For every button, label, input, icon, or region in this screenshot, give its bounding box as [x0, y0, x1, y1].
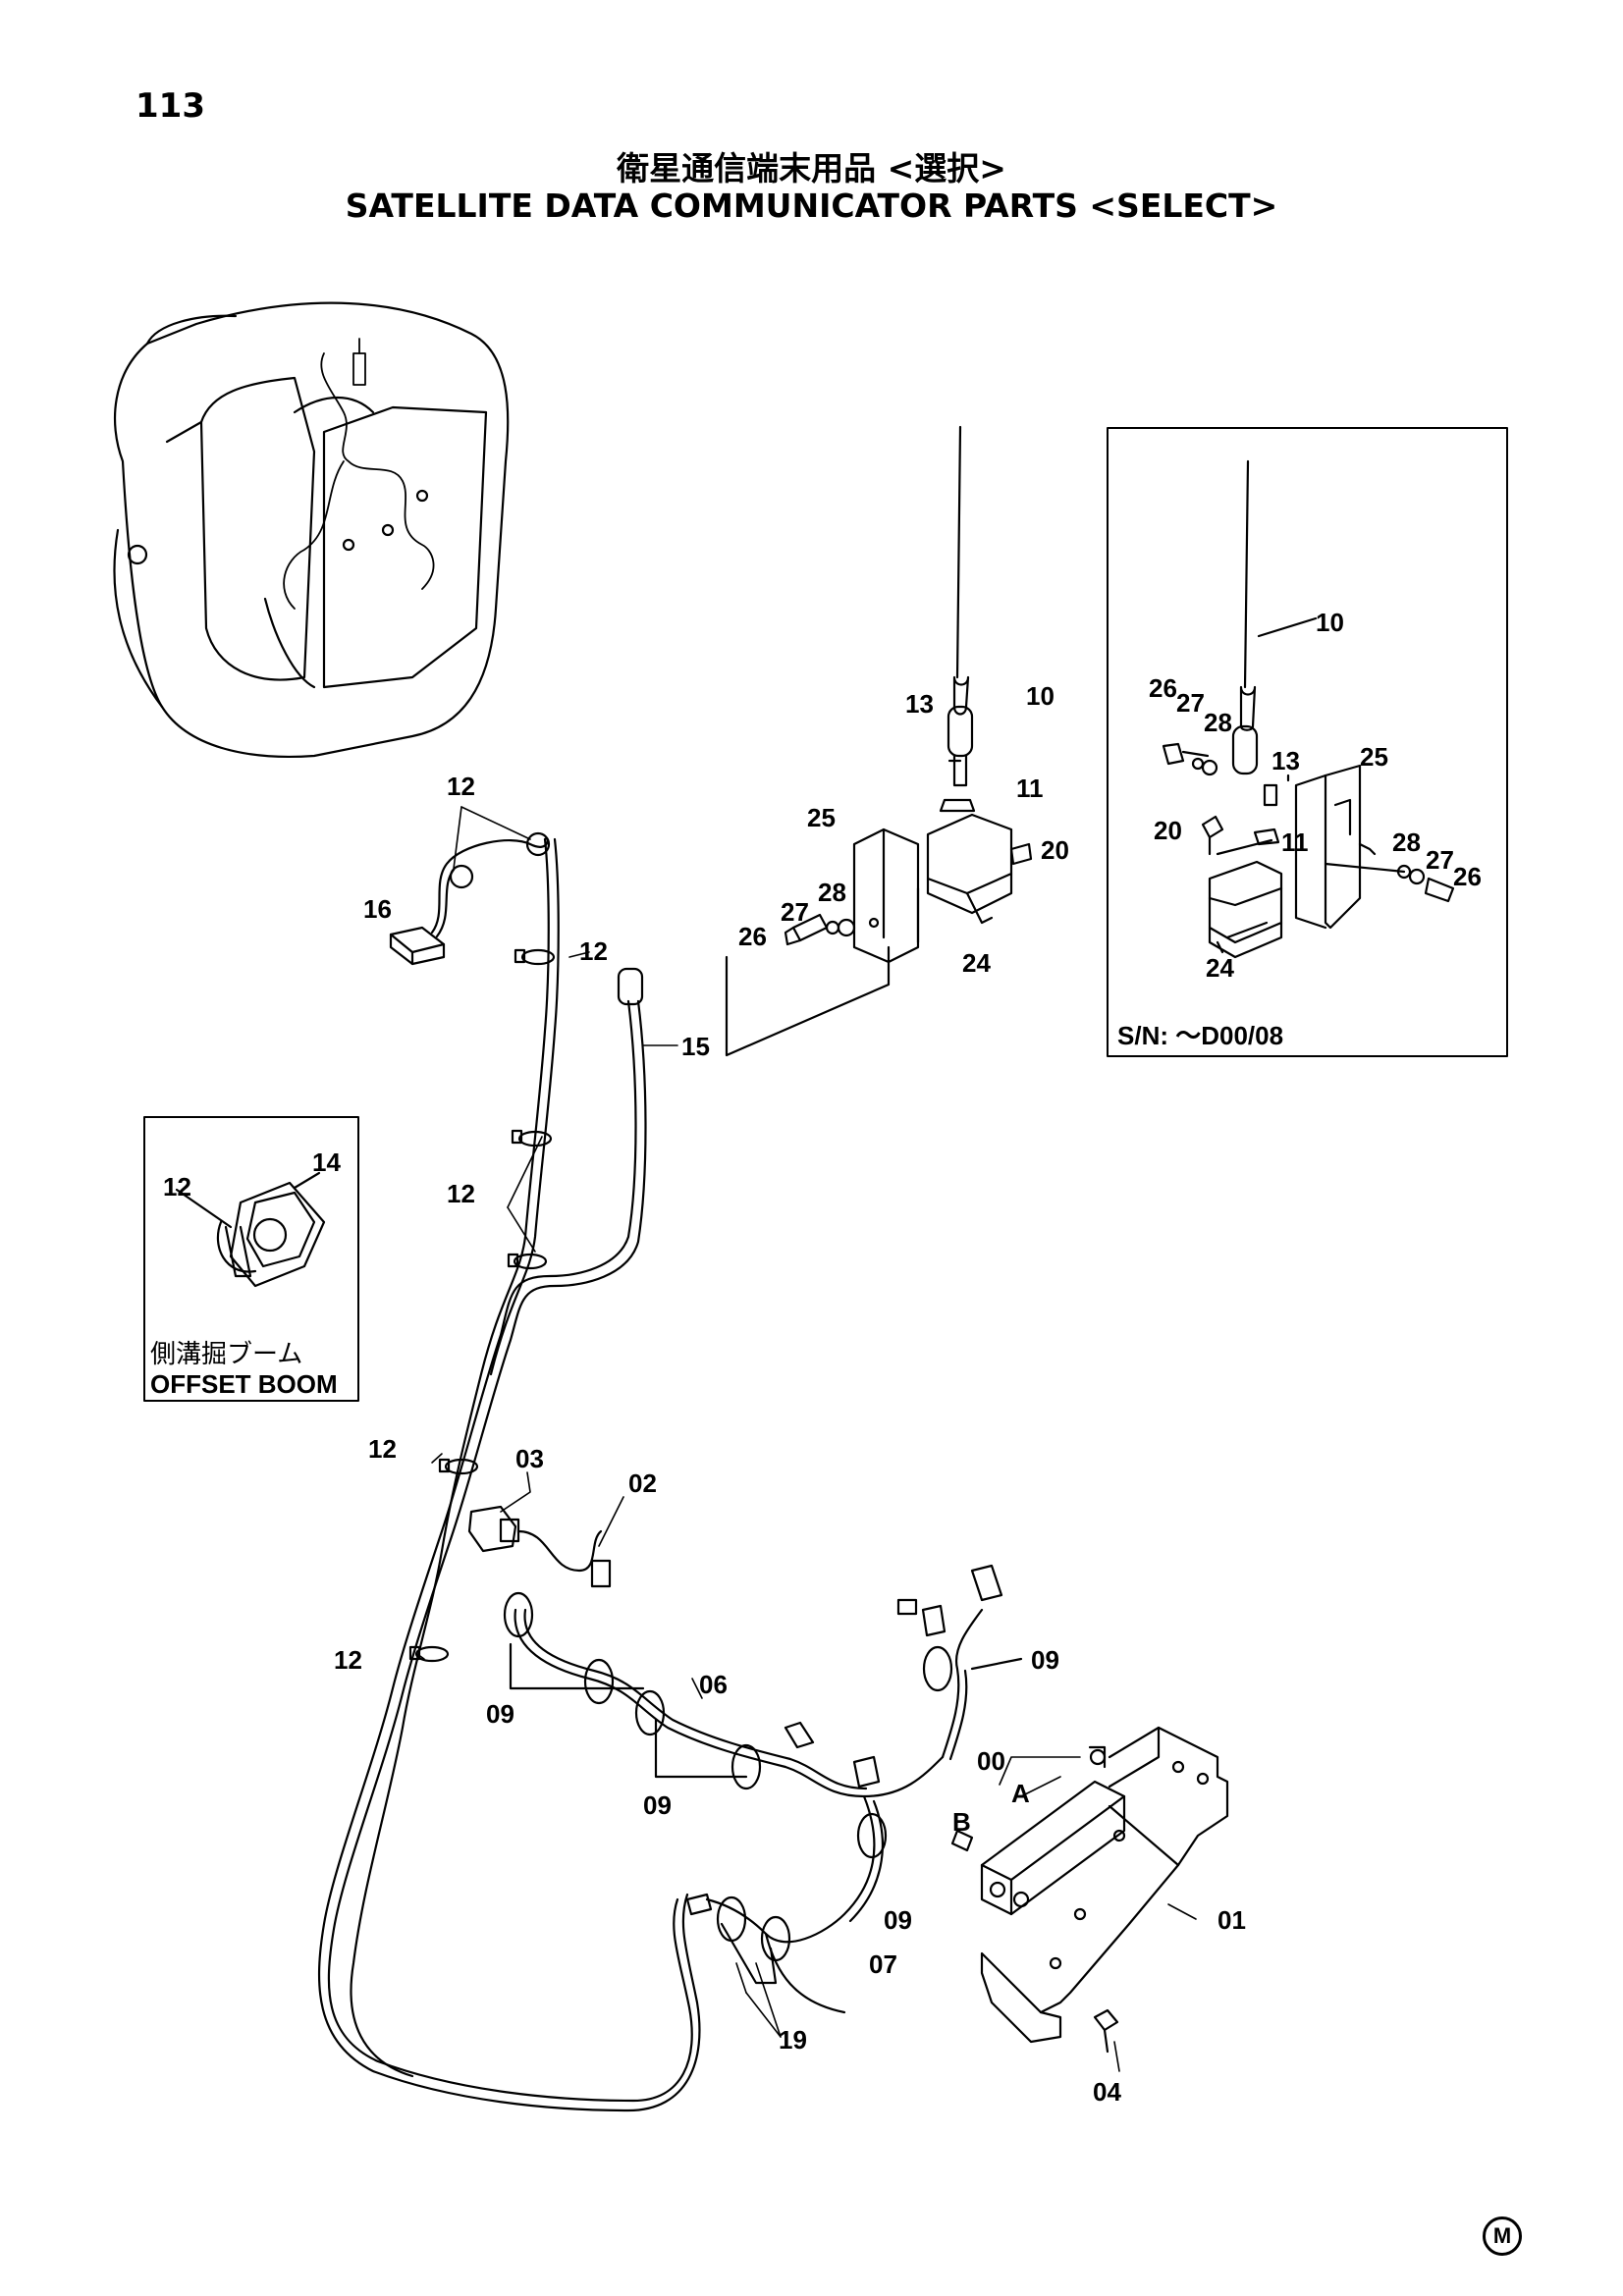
- callout-27: 27: [781, 897, 809, 927]
- inset-serial-caption: S/N: ～D00/08: [1117, 1021, 1284, 1050]
- part-16-unit: [389, 831, 551, 966]
- callout-28: 28: [1392, 828, 1421, 857]
- antenna-cable: [317, 837, 701, 2112]
- callout-26: 26: [1149, 673, 1177, 703]
- callout-24: 24: [962, 948, 991, 978]
- callout-25: 25: [1360, 742, 1388, 772]
- callout-26: 26: [1453, 862, 1482, 891]
- callout-09: 09: [1031, 1645, 1059, 1675]
- callout-00: 00: [977, 1746, 1005, 1776]
- callout-10: 10: [1026, 681, 1055, 711]
- callout-24: 24: [1206, 953, 1234, 983]
- callout-01: 01: [1217, 1905, 1246, 1935]
- footer-mark-icon: M: [1483, 2216, 1522, 2256]
- controller-and-bracket: [950, 1726, 1229, 2054]
- callout-09: 09: [486, 1699, 514, 1729]
- callout-12: 12: [579, 936, 608, 966]
- title-english: SATELLITE DATA COMMUNICATOR PARTS <SELEC…: [345, 187, 1278, 225]
- inset-antenna-box: [1107, 427, 1508, 1057]
- callout-06: 06: [699, 1670, 728, 1699]
- callout-12: 12: [163, 1172, 191, 1201]
- callout-11: 11: [1016, 774, 1044, 803]
- callout-07: 07: [869, 1949, 897, 1979]
- leader-lines: [416, 806, 1197, 2072]
- callout-12: 12: [447, 772, 475, 801]
- inset-offset-box: [143, 1116, 359, 1402]
- callout-09: 09: [643, 1790, 672, 1820]
- callout-19: 19: [779, 2025, 807, 2055]
- callout-B: B: [952, 1807, 971, 1837]
- wire-harness: [503, 1564, 1023, 2014]
- title-japanese: 衛星通信端末用品 <選択>: [617, 149, 1006, 187]
- callout-26: 26: [738, 922, 767, 951]
- antenna-inset: [1162, 459, 1455, 959]
- callout-09: 09: [884, 1905, 912, 1935]
- parts-02-03: [467, 1505, 612, 1588]
- callout-13: 13: [905, 689, 934, 719]
- callout-20: 20: [1041, 835, 1069, 865]
- callout-25: 25: [807, 803, 836, 832]
- offset-caption-english: OFFSET BOOM: [150, 1369, 338, 1399]
- callout-27: 27: [1426, 845, 1454, 875]
- callout-14: 14: [312, 1148, 341, 1177]
- callout-28: 28: [818, 878, 846, 907]
- callout-12: 12: [368, 1434, 397, 1464]
- callout-labels: 12 16 12 15 12 12 03 02 12 09 06 09 09 0…: [163, 608, 1482, 2107]
- callout-11: 11: [1281, 828, 1309, 857]
- callout-15: 15: [681, 1032, 710, 1061]
- clamps-12: [408, 948, 556, 1663]
- cab-illustration: [113, 301, 510, 759]
- callout-12: 12: [334, 1645, 362, 1675]
- callout-A: A: [1011, 1779, 1030, 1808]
- page-number: 113: [135, 86, 205, 126]
- offset-inset: [175, 1171, 326, 1288]
- callout-02: 02: [628, 1468, 657, 1498]
- callout-04: 04: [1093, 2077, 1121, 2107]
- callout-27: 27: [1176, 688, 1205, 718]
- offset-caption-japanese: 側溝掘ブーム: [150, 1340, 303, 1369]
- callout-20: 20: [1154, 816, 1182, 845]
- callout-12: 12: [447, 1179, 475, 1208]
- callout-10: 10: [1316, 608, 1344, 637]
- callout-16: 16: [363, 894, 392, 924]
- callout-13: 13: [1271, 746, 1300, 775]
- callout-03: 03: [515, 1444, 544, 1473]
- callout-28: 28: [1204, 708, 1232, 737]
- antenna-main: [725, 425, 1033, 1057]
